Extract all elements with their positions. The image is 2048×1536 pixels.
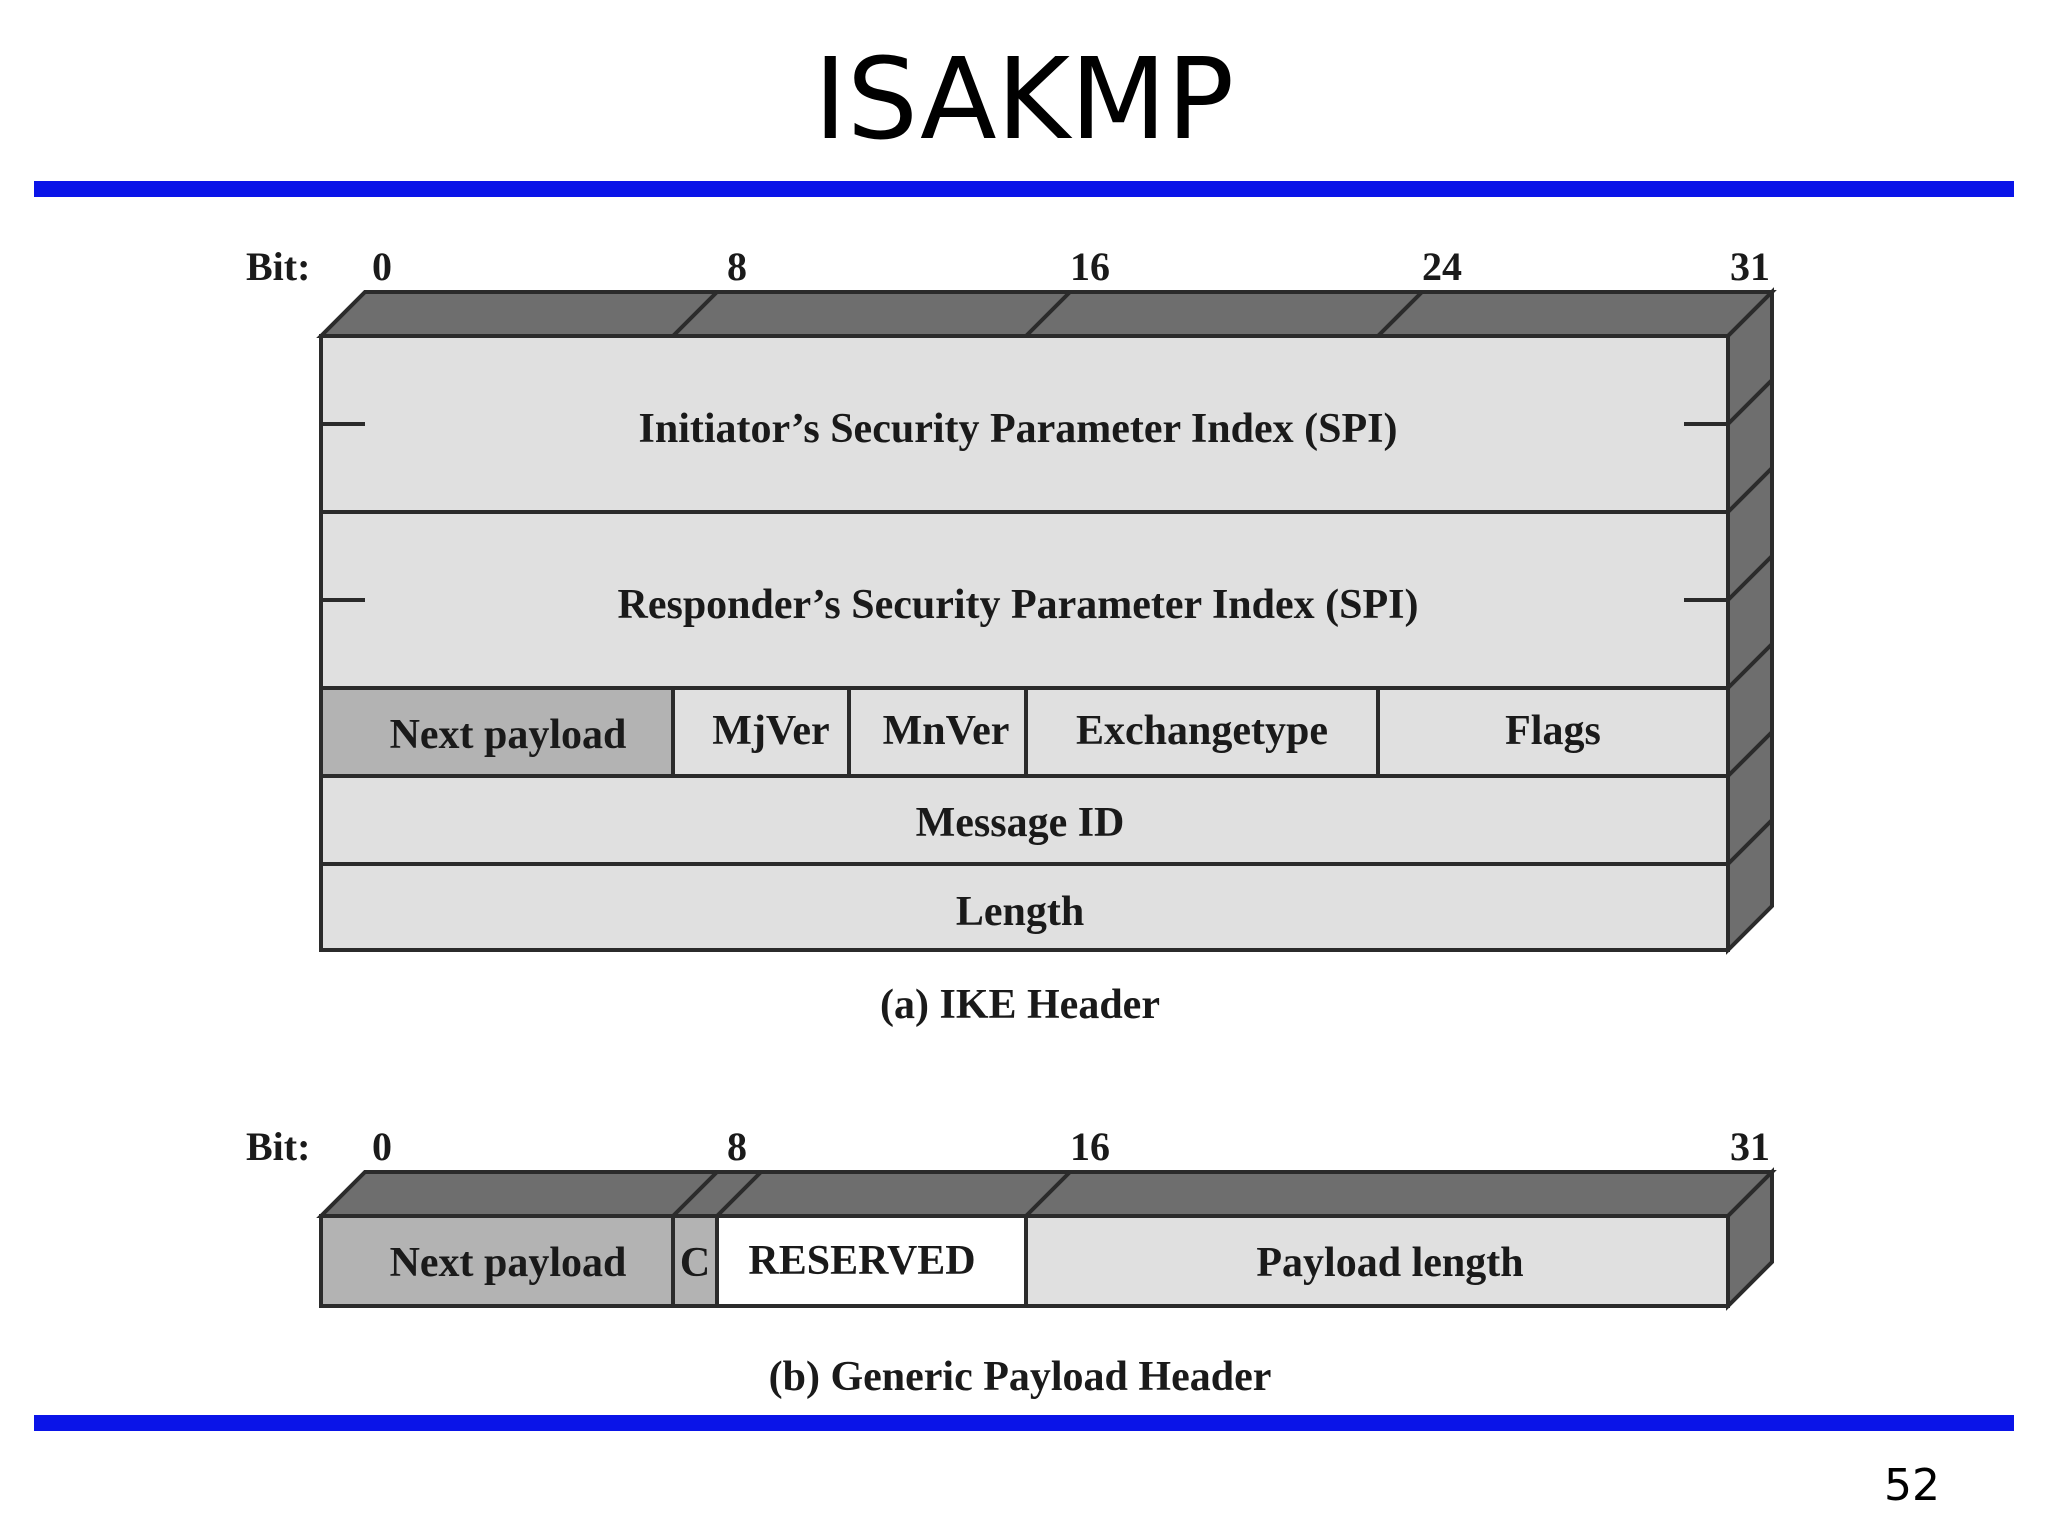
payload-header-caption: (b) Generic Payload Header (769, 1354, 1272, 1400)
ike-exchange-type-label: Exchangetype (1076, 708, 1328, 754)
payload-bit-8: 8 (727, 1124, 747, 1169)
ike-responder-spi-label: Responder’s Security Parameter Index (SP… (618, 582, 1419, 628)
payload-next-payload-label: Next payload (390, 1240, 627, 1286)
top-divider (34, 181, 2014, 197)
ike-flags-label: Flags (1505, 708, 1601, 754)
ike-header-diagram: Bit: 0 8 16 24 31 Initiator’s Secur (246, 244, 1777, 1028)
ike-message-id-label: Message ID (916, 800, 1125, 846)
payload-next-payload-field (319, 1214, 675, 1308)
slide-title: ISAKMP (813, 35, 1235, 165)
payload-critical-flag-label: C (680, 1240, 710, 1286)
ike-length-label: Length (956, 889, 1084, 935)
ike-bit-16: 16 (1070, 244, 1110, 289)
payload-bit-16: 16 (1070, 1124, 1110, 1169)
ike-bit-31: 31 (1730, 244, 1770, 289)
ike-side-face-rows (1726, 378, 1774, 866)
ike-side-face (1726, 287, 1774, 955)
ike-bit-label: Bit: (246, 244, 310, 289)
ike-top-face-dividers (671, 290, 1424, 338)
payload-critical-flag-field (671, 1214, 719, 1308)
payload-top-face-dividers (671, 1170, 1072, 1218)
payload-bit-31: 31 (1730, 1124, 1770, 1169)
ike-mnver-label: MnVer (883, 708, 1010, 754)
payload-header-diagram: Bit: 0 8 16 31 Next payload C RESERVED P… (246, 1124, 1777, 1400)
ike-bit-8: 8 (727, 244, 747, 289)
bottom-divider (34, 1415, 2014, 1431)
ike-initiator-spi-label: Initiator’s Security Parameter Index (SP… (639, 406, 1398, 452)
ike-length-field (319, 862, 1730, 952)
payload-bit-ruler: Bit: 0 8 16 31 (246, 1124, 1770, 1169)
payload-bit-label: Bit: (246, 1124, 310, 1169)
payload-length-field (1024, 1214, 1730, 1308)
ike-header-caption: (a) IKE Header (880, 982, 1160, 1028)
ike-message-id-field (319, 774, 1730, 866)
payload-bit-0: 0 (372, 1124, 392, 1169)
ike-mjver-label: MjVer (712, 708, 829, 754)
payload-reserved-label: RESERVED (748, 1238, 975, 1284)
ike-exchange-type-field (1024, 686, 1380, 778)
ike-next-payload-label: Next payload (390, 712, 627, 758)
ike-bit-0: 0 (372, 244, 392, 289)
payload-reserved-field (715, 1214, 1028, 1308)
ike-bit-ruler: Bit: 0 8 16 24 31 (246, 244, 1770, 289)
ike-bit-24: 24 (1422, 244, 1462, 289)
payload-length-label: Payload length (1256, 1240, 1523, 1286)
ike-mjver-field (671, 686, 851, 778)
page-number: 52 (1884, 1460, 1940, 1511)
ike-flags-field (1376, 686, 1730, 778)
